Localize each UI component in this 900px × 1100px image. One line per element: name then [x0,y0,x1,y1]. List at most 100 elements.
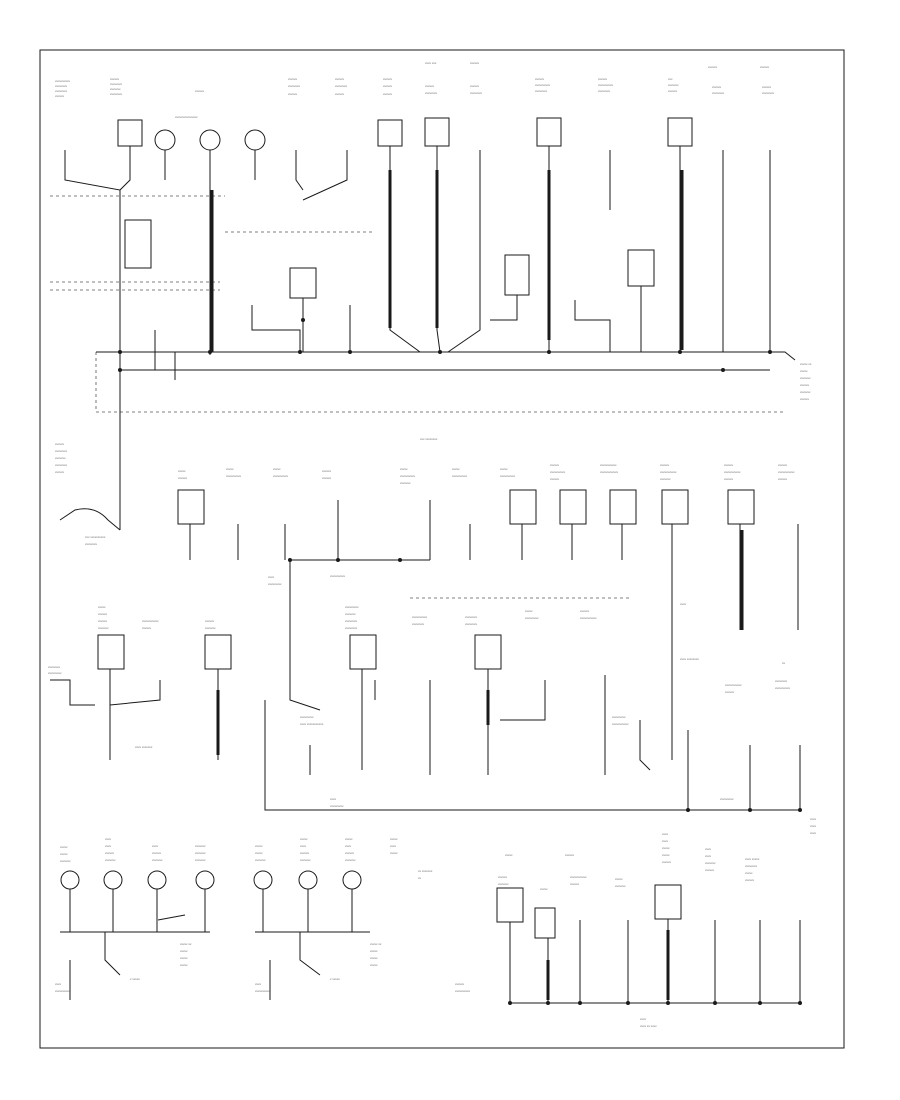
svg-text:xxxxx: xxxxx [300,837,308,841]
svg-text:xxxx: xxxx [390,844,397,848]
svg-text:xxxxxx: xxxxxx [565,853,575,857]
svg-text:xxxxxxx: xxxxxxx [660,477,671,481]
svg-text:xxxxx: xxxxx [98,605,106,609]
svg-text:xxxxx: xxxxx [180,956,188,960]
svg-text:xxxxxxxxx: xxxxxxxxx [525,616,539,620]
svg-text:xxxxxxx: xxxxxxx [345,612,356,616]
svg-text:xxxxxxxxx: xxxxxxxxx [345,605,359,609]
svg-text:xxxxxxxx: xxxxxxxx [110,92,123,96]
svg-text:xxxxxxxxxxxx: xxxxxxxxxxxx [600,470,619,474]
svg-text:xxxxxx: xxxxxx [598,77,608,81]
svg-text:xxxxxxxx: xxxxxxxx [335,84,348,88]
svg-text:xxxx xxxxxxxx: xxxx xxxxxxxx [680,657,699,661]
svg-text:xxxxxxxxxx: xxxxxxxxxx [330,574,346,578]
svg-text:xxxxxxxxxxx: xxxxxxxxxxx [142,619,159,623]
svg-text:xxxxxx: xxxxxx [724,463,734,467]
svg-text:xxxxxxxxxx: xxxxxxxxxx [452,474,468,478]
svg-text:xxxxxx: xxxxxx [335,92,345,96]
svg-text:xxxxxx: xxxxxx [725,690,735,694]
svg-text:xx xxxxxxx: xx xxxxxxx [418,869,433,873]
svg-text:xxxx xxxxx: xxxx xxxxx [745,857,760,861]
svg-text:xxxxxx: xxxxxx [762,85,772,89]
svg-text:xxxxxxxxx: xxxxxxxxx [268,582,282,586]
svg-text:xxxxxx: xxxxxx [55,442,65,446]
svg-text:x xxxxx: x xxxxx [130,977,140,981]
svg-text:xxxxxxx: xxxxxxx [152,858,163,862]
diagram-frame [39,49,845,1049]
svg-text:xxxxxxx: xxxxxxx [105,858,116,862]
svg-text:xxxxx: xxxxx [180,949,188,953]
svg-text:xxxxxx: xxxxxx [535,77,545,81]
svg-text:xxxx: xxxx [662,839,669,843]
svg-text:xxxxxx: xxxxxx [745,878,755,882]
svg-text:xxxxxxxx: xxxxxxxx [762,91,775,95]
svg-text:xxxxx: xxxxx [370,963,378,967]
svg-text:xxxx: xxxx [105,844,112,848]
svg-text:xxxxxxxx: xxxxxxxx [775,679,788,683]
svg-text:xxxxxx: xxxxxx [662,860,672,864]
svg-text:xxxxxx: xxxxxx [712,85,722,89]
svg-text:xxxxxxxxxxx: xxxxxxxxxxx [612,722,629,726]
svg-text:xxxxxxx: xxxxxxx [498,882,509,886]
svg-text:xxxxx: xxxxx [390,837,398,841]
svg-text:xxxxxxxxxx: xxxxxxxxxx [550,470,566,474]
svg-text:xxxxxxxx: xxxxxxxx [110,82,123,86]
svg-text:xxxxxxxx: xxxxxxxx [535,89,548,93]
svg-text:xxxxxxx: xxxxxxx [55,456,66,460]
svg-text:xxxxx: xxxxx [180,963,188,967]
svg-text:xxxxxxxx: xxxxxxxx [412,622,425,626]
svg-text:xxxxxxxxxx: xxxxxxxxxx [55,989,71,993]
svg-text:xxxxxxx: xxxxxxx [205,626,216,630]
svg-text:xxxxxx: xxxxxx [455,982,465,986]
svg-text:xxxxxx: xxxxxx [470,84,480,88]
svg-text:xxxx xx xxxx: xxxx xx xxxx [640,1024,657,1028]
svg-text:xxxxxx: xxxxxx [105,851,115,855]
svg-text:xxx xxxxxxxxxx: xxx xxxxxxxxxx [85,535,106,539]
svg-text:xxxxxx: xxxxxx [668,89,678,93]
svg-text:xxxxxx: xxxxxx [55,470,65,474]
svg-text:xxxxxx: xxxxxx [195,89,205,93]
svg-text:xxxxxx: xxxxxx [288,92,298,96]
svg-text:xxxxxxx: xxxxxxx [400,481,411,485]
svg-text:xxxxxx: xxxxxx [205,619,215,623]
svg-text:xxxxx: xxxxx [400,467,408,471]
svg-text:xxx: xxx [668,77,673,81]
svg-text:xxxxxxxxxx: xxxxxxxxxx [400,474,416,478]
svg-text:xxxxxx: xxxxxx [55,94,65,98]
svg-text:xxxxxxxxxx: xxxxxxxxxx [412,615,428,619]
svg-text:xxxx: xxxx [300,844,307,848]
svg-text:xxxx xxx: xxxx xxx [425,61,437,65]
svg-text:xxxxxx: xxxxxx [98,619,108,623]
svg-text:xxxx: xxxx [268,575,275,579]
svg-text:xxxxx: xxxxx [390,851,398,855]
svg-text:xxxxxxxx: xxxxxxxx [465,615,478,619]
svg-text:xxxxx: xxxxx [255,844,263,848]
svg-text:xxxxxxxx: xxxxxxxx [345,619,358,623]
svg-text:xxxx: xxxx [705,847,712,851]
svg-text:xxxxx: xxxxx [505,853,513,857]
svg-text:xxxxxxxxxx: xxxxxxxxxx [535,83,551,87]
svg-text:x xxxxx: x xxxxx [330,977,340,981]
svg-text:xxxxxxxxxxx: xxxxxxxxxxx [724,470,741,474]
svg-text:xxxxxxxxxxx: xxxxxxxxxxx [778,470,795,474]
svg-text:xxxxx: xxxxx [370,949,378,953]
svg-text:xxxxxxxxxx: xxxxxxxxxx [775,686,791,690]
svg-text:xxxxx: xxxxx [178,469,186,473]
svg-text:xxxxxxxx: xxxxxxxx [598,89,611,93]
svg-text:xxxxxx: xxxxxx [110,77,120,81]
svg-text:xxxxxxx: xxxxxxx [255,858,266,862]
svg-text:xxxxxxx: xxxxxxx [98,626,109,630]
svg-text:xxxxxx: xxxxxx [724,477,734,481]
svg-text:xxxxxx: xxxxxx [300,851,310,855]
svg-text:xxxxxxx: xxxxxxx [800,376,811,380]
svg-text:xxxx: xxxx [105,837,112,841]
svg-text:xxxxxxxxxxx: xxxxxxxxxxx [725,683,742,687]
svg-text:xxxxx: xxxxx [800,369,808,373]
svg-text:xxxxxx: xxxxxx [142,626,152,630]
svg-text:xxxx: xxxx [152,844,159,848]
svg-text:xxxxxxxx: xxxxxxxx [465,622,478,626]
svg-text:xxxxxx: xxxxxx [383,92,393,96]
svg-text:xxxxxx: xxxxxx [708,65,718,69]
